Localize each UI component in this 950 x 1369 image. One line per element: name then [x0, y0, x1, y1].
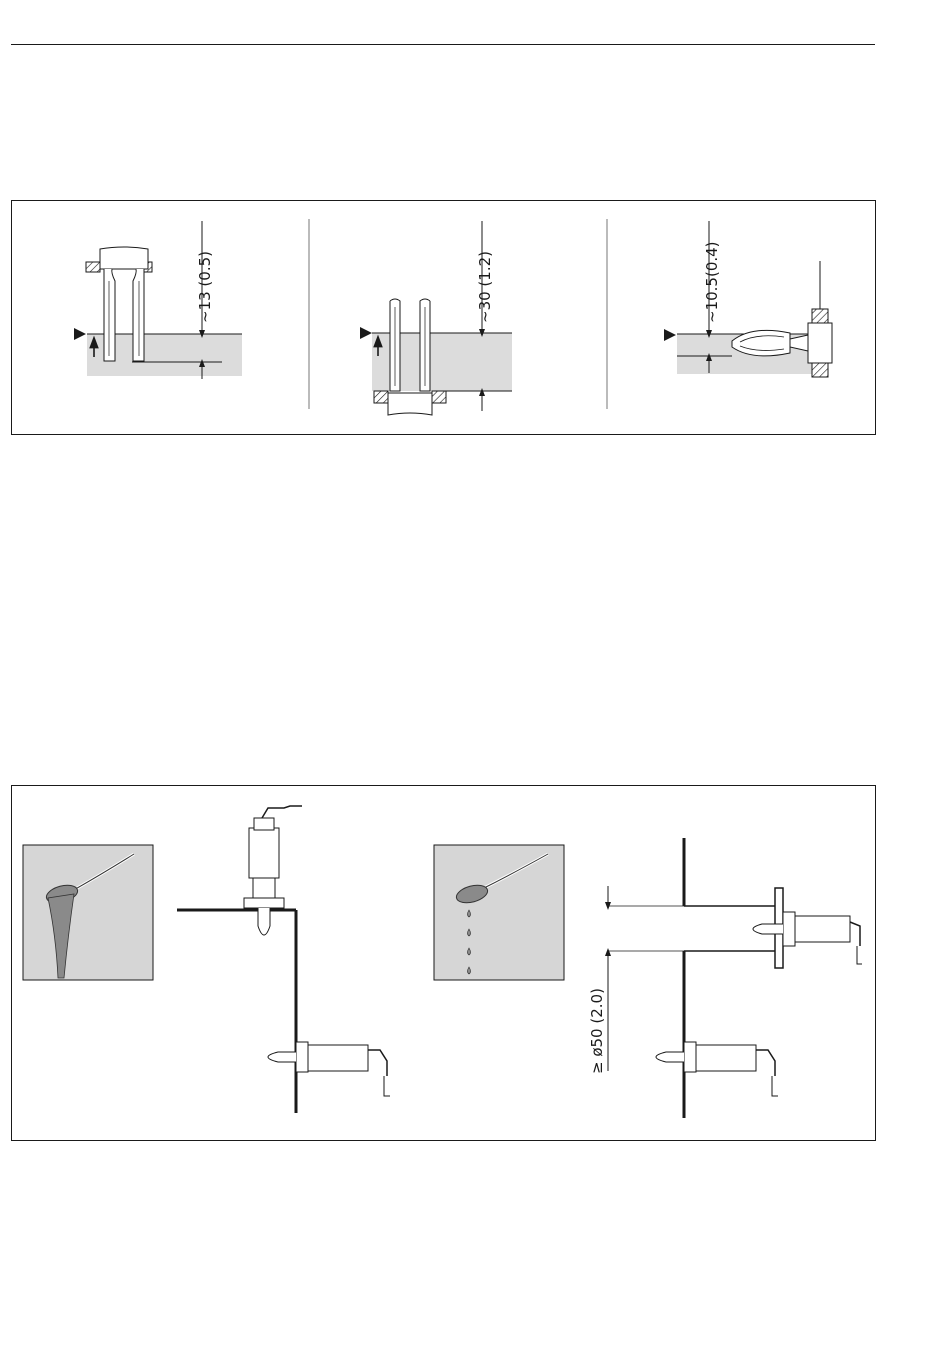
- tank-right-mount: ≥ ø50 (2.0): [588, 838, 862, 1118]
- tank-left-mount: [177, 806, 390, 1113]
- dim-label: ~30 (1.2): [476, 251, 494, 323]
- low-viscosity-spoon-icon: [434, 845, 564, 980]
- level-marker-icon: [360, 327, 372, 339]
- viscosity-mounting-drawing: ≥ ø50 (2.0): [12, 786, 877, 1142]
- viscosity-mounting-figure: ≥ ø50 (2.0): [11, 785, 876, 1141]
- dim-label: ≥ ø50 (2.0): [588, 988, 606, 1074]
- fork-side-mount: ~10.5(0.4): [664, 221, 832, 377]
- fork-bottom-mount: ~30 (1.2): [360, 221, 512, 415]
- switch-point-figure: ~13 (0.5) ~30 (1.2): [11, 200, 876, 435]
- switch-point-drawing: ~13 (0.5) ~30 (1.2): [12, 201, 877, 436]
- dim-label: ~10.5(0.4): [703, 241, 721, 323]
- level-marker-icon: [664, 329, 676, 341]
- fork-top-mount: ~13 (0.5): [74, 221, 242, 379]
- high-viscosity-spoon-icon: [23, 845, 153, 980]
- dim-label: ~13 (0.5): [196, 251, 214, 323]
- header-rule: [11, 44, 875, 45]
- level-marker-icon: [74, 328, 86, 340]
